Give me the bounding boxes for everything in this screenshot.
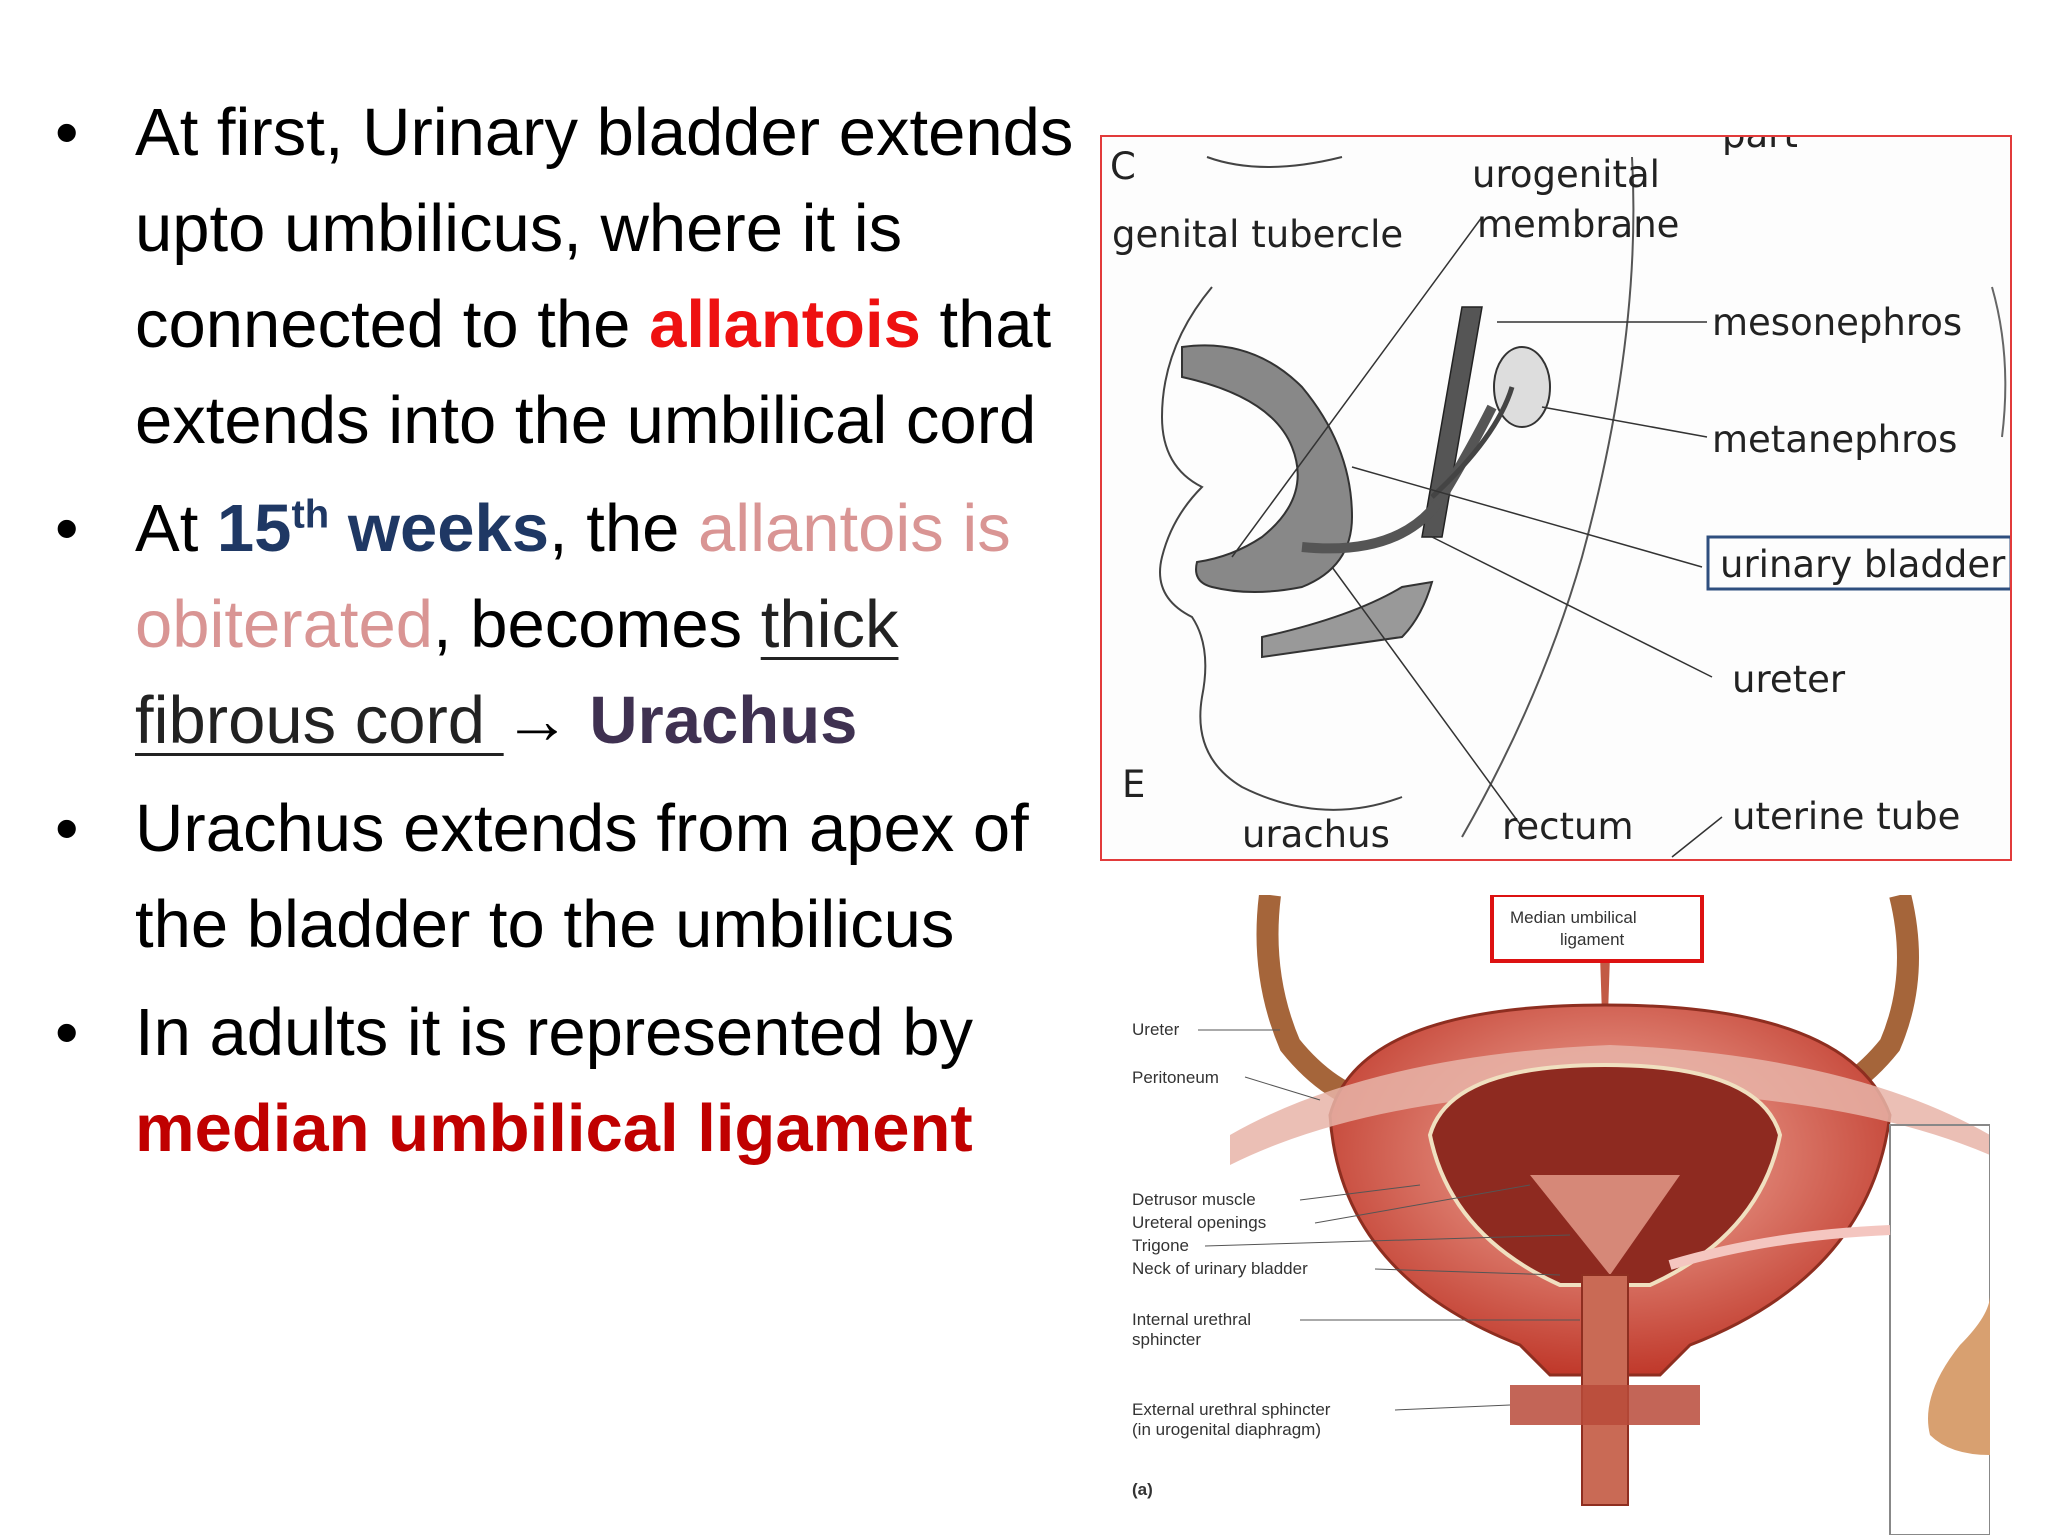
inset-frame	[1889, 1124, 1990, 1535]
leader-metanephros	[1541, 406, 1708, 438]
week-word: weeks	[329, 491, 549, 566]
label-external-2: (in urogenital diaphragm)	[1132, 1420, 1321, 1439]
bullet-3-text: Urachus extends from apex of the bladder…	[135, 791, 1029, 962]
leader-urogenital	[1231, 216, 1483, 558]
label-metanephros: metanephros	[1712, 418, 1957, 461]
bullet-2-at: At	[135, 491, 217, 566]
bullet-1: At first, Urinary bladder extends upto u…	[55, 85, 1105, 469]
allantois-obliterated: allantois is obiterated	[135, 491, 1011, 662]
outline-body	[1159, 286, 1403, 811]
label-internal-1: Internal urethral	[1132, 1310, 1251, 1329]
rectum-shape	[1261, 580, 1434, 659]
label-panel: (a)	[1132, 1480, 1153, 1499]
label-e: E	[1122, 763, 1145, 806]
label-mesonephros: mesonephros	[1712, 301, 1962, 344]
label-uterine-tube: uterine tube	[1732, 795, 1960, 838]
bladder-diagram-svg: Median umbilical ligament Ureter Periton…	[1132, 895, 1990, 1535]
label-membrane: membrane	[1477, 203, 1679, 246]
label-median-2: ligament	[1560, 930, 1625, 949]
median-ligament	[1600, 955, 1610, 1015]
label-ureter: Ureter	[1132, 1020, 1180, 1039]
bullet-2: At 15th weeks, the allantois is obiterat…	[55, 481, 1105, 769]
kidney-ureter	[1430, 386, 1515, 499]
trigone	[1530, 1175, 1680, 1275]
week-number: 15th weeks	[217, 491, 549, 566]
thick-fibrous-cord: thick fibrous cord	[135, 587, 899, 758]
bullet-4: In adults it is represented by median um…	[55, 985, 1105, 1177]
bladder-shape	[1181, 344, 1354, 593]
bladder-diagram: Median umbilical ligament Ureter Periton…	[1130, 895, 1990, 1535]
label-urachus: urachus	[1242, 813, 1390, 856]
mesonephros-duct	[1421, 306, 1483, 538]
bullet-1-text-end: that extends into the umbilical cord	[135, 287, 1052, 458]
ureter-duct	[1301, 404, 1497, 554]
leader-trigone	[1204, 1234, 1571, 1247]
inset-tissue	[1928, 1295, 1990, 1455]
leader-openings	[1314, 1184, 1531, 1224]
leader-rectum	[1331, 566, 1523, 828]
label-detrusor: Detrusor muscle	[1132, 1190, 1256, 1209]
outline-right	[1991, 286, 2007, 438]
label-genital-tubercle: genital tubercle	[1112, 213, 1403, 256]
peritoneum	[1230, 1045, 1990, 1165]
bullet-2-the: , the	[549, 491, 698, 566]
label-c: C	[1110, 145, 1136, 188]
urinary-bladder-highlight-box	[1706, 535, 2010, 591]
label-rectum: rectum	[1502, 805, 1634, 848]
label-peritoneum: Peritoneum	[1132, 1068, 1219, 1087]
label-urogenital: urogenital	[1472, 153, 1660, 196]
median-umbilical-highlight-box	[1490, 895, 1704, 963]
label-ureter: ureter	[1732, 658, 1846, 701]
leader-ureter	[1431, 536, 1713, 678]
arrow-right-icon: →	[503, 683, 571, 758]
bullet-list: At first, Urinary bladder extends upto u…	[55, 85, 1105, 1189]
leader-neck	[1374, 1268, 1561, 1276]
embryo-diagram: C genital tubercle urogenital membrane p…	[1100, 135, 2012, 861]
bullet-3: Urachus extends from apex of the bladder…	[55, 781, 1105, 973]
external-sphincter	[1510, 1385, 1700, 1425]
bullet-2-becomes: , becomes	[433, 587, 761, 662]
urachus-term: Urachus	[570, 683, 858, 758]
inset-arrow	[1668, 1225, 1891, 1270]
label-internal-2: sphincter	[1132, 1330, 1201, 1349]
outline-top	[1206, 156, 1343, 168]
leader-uterine	[1671, 816, 1723, 858]
bullet-1-text: At first, Urinary bladder extends upto u…	[135, 95, 1074, 362]
label-part: part	[1722, 137, 1798, 156]
metanephros-kidney	[1493, 346, 1551, 428]
leader-peritoneum	[1244, 1076, 1321, 1101]
leader-detrusor	[1299, 1184, 1421, 1201]
embryo-diagram-svg: C genital tubercle urogenital membrane p…	[1110, 137, 2010, 858]
leader-external	[1394, 1404, 1511, 1411]
median-umbilical-ligament-highlight: median umbilical ligament	[135, 1091, 973, 1166]
label-ureteral-openings: Ureteral openings	[1132, 1213, 1266, 1232]
label-urinary-bladder: urinary bladder	[1720, 543, 2006, 586]
outline-curve	[1461, 156, 1635, 838]
label-external-1: External urethral sphincter	[1132, 1400, 1331, 1419]
week-num: 15	[216, 491, 292, 566]
label-trigone: Trigone	[1132, 1236, 1189, 1255]
allantois-highlight: allantois	[649, 287, 921, 362]
bullet-4-text: In adults it is represented by	[135, 995, 973, 1070]
week-suffix: th	[291, 492, 330, 537]
label-median-1: Median umbilical	[1510, 908, 1637, 927]
leader-bladder	[1351, 466, 1703, 568]
label-neck: Neck of urinary bladder	[1132, 1259, 1308, 1278]
